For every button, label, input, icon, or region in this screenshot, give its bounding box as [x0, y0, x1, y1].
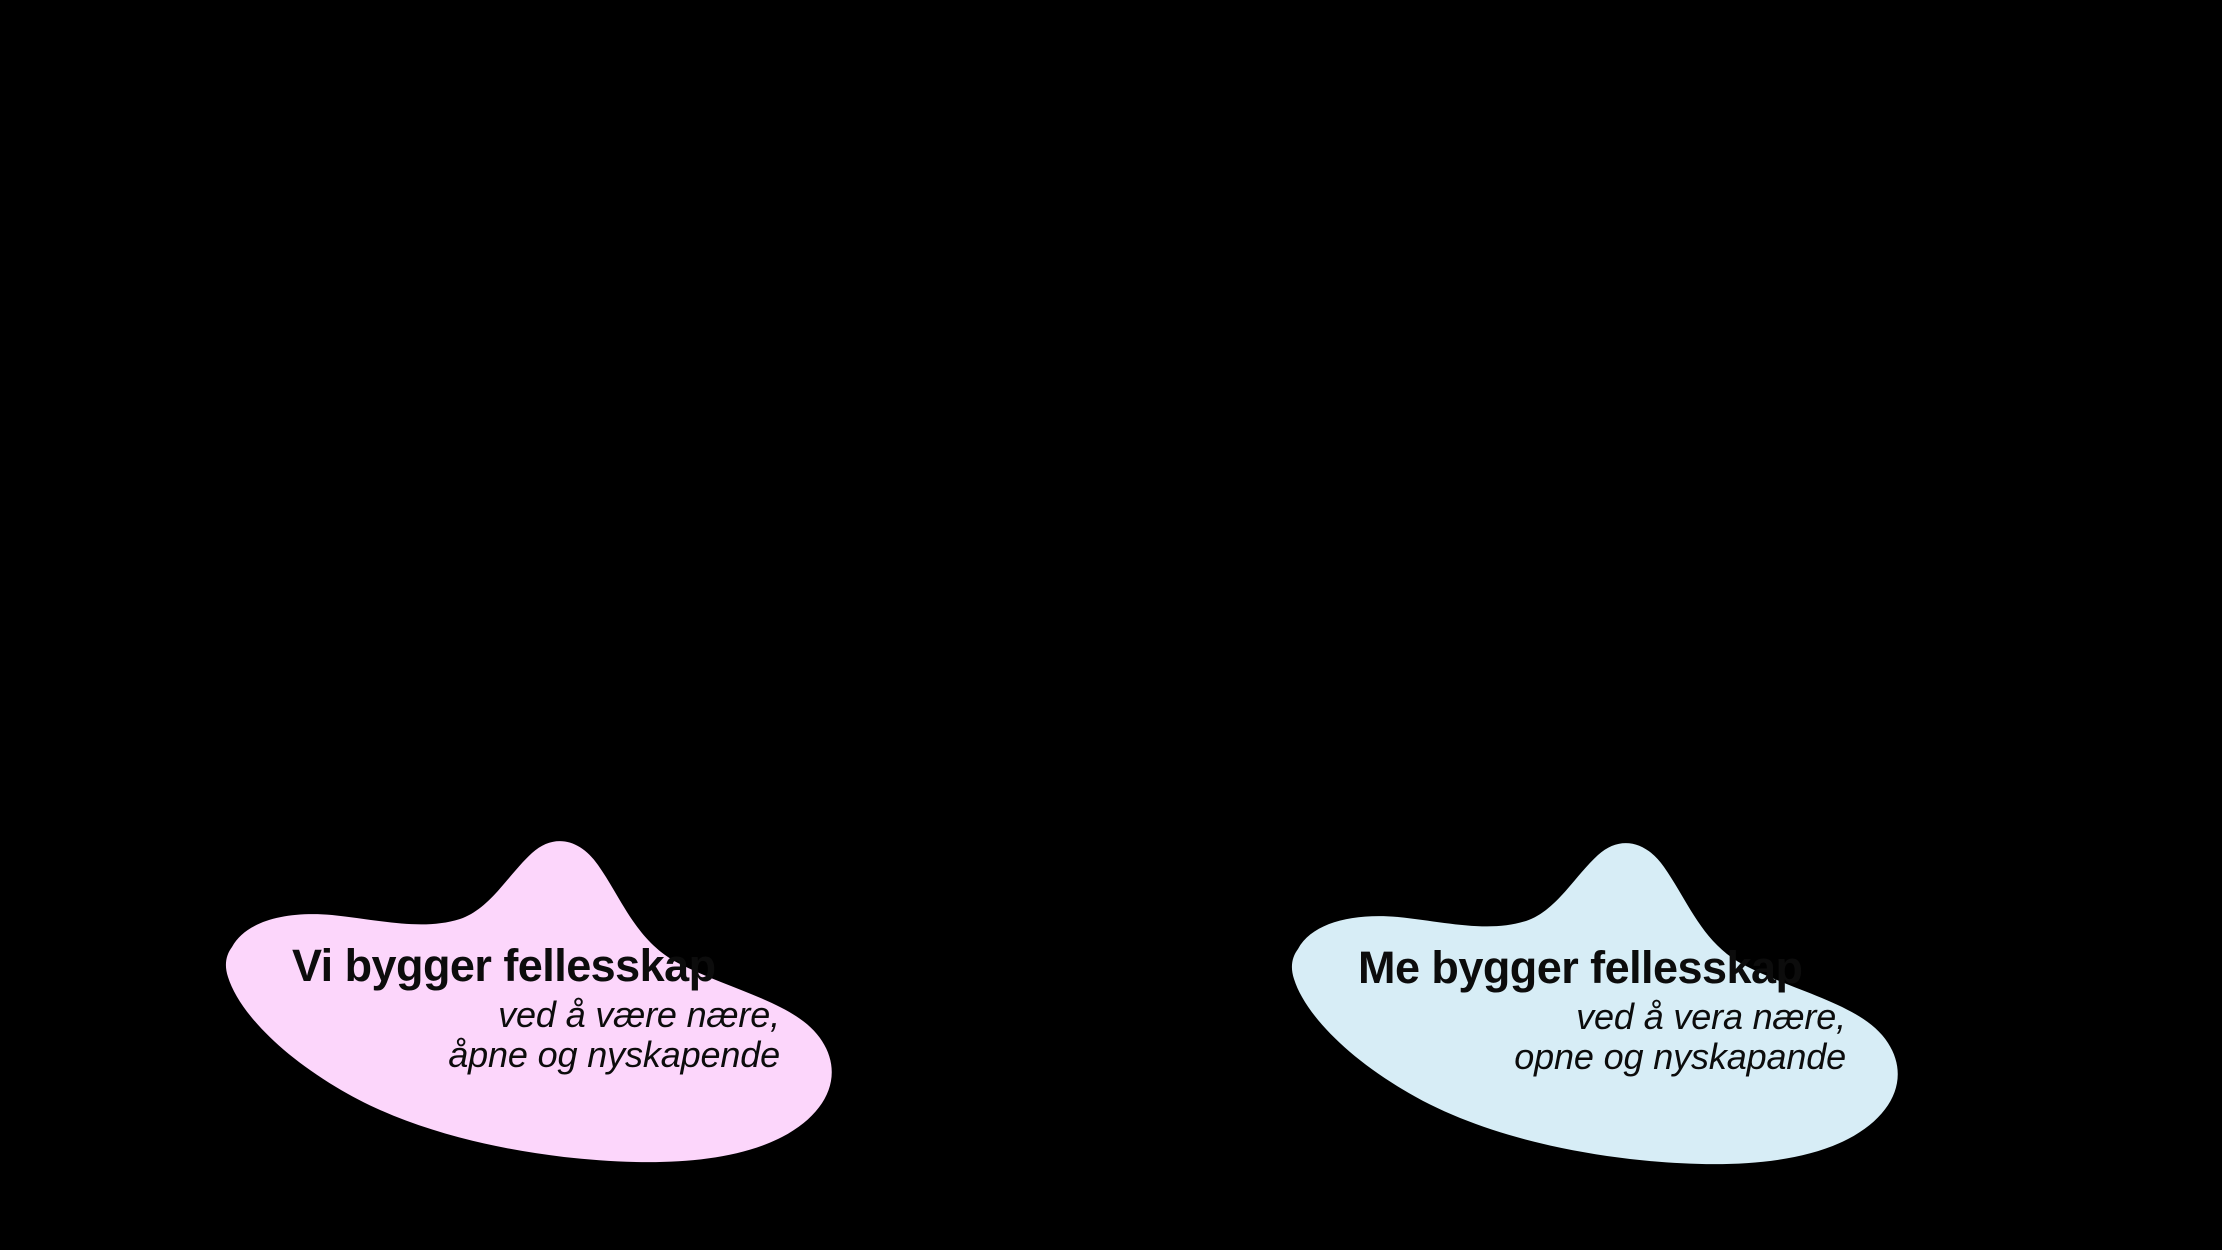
blob-path-bokmal: [225, 841, 832, 1163]
slogan-blob-bokmal: Vi bygger fellesskap ved å være nære, åp…: [212, 835, 852, 1165]
blob-shape-nynorsk: [1291, 843, 1898, 1165]
slogan-blob-nynorsk: Me bygger fellesskap ved å vera nære, op…: [1278, 837, 1918, 1167]
blob-shape-bokmal: [225, 841, 832, 1163]
blob-path-nynorsk: [1291, 843, 1898, 1165]
